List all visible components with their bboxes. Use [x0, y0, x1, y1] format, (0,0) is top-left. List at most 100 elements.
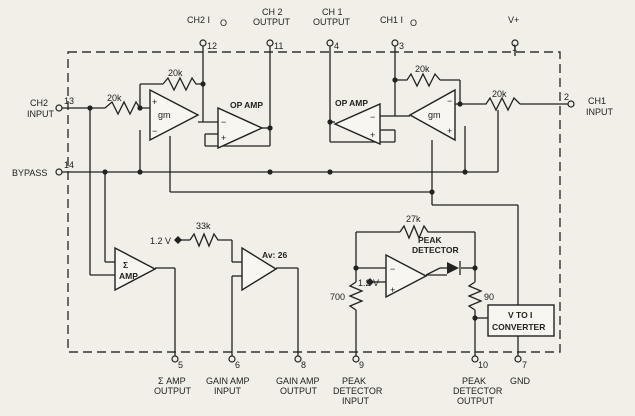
- svg-text:PEAK: PEAK: [462, 376, 486, 386]
- svg-text:8: 8: [301, 360, 306, 370]
- r-20k-left-input-label: 20k: [107, 93, 122, 103]
- svg-text:OUTPUT: OUTPUT: [313, 17, 351, 27]
- svg-text:9: 9: [359, 360, 364, 370]
- svg-text:3: 3: [399, 41, 404, 51]
- pin-vplus: V+ 1: [508, 15, 519, 53]
- r-33k-label: 33k: [196, 221, 211, 231]
- svg-text:CH1: CH1: [588, 96, 606, 106]
- svg-text:CH2: CH2: [30, 98, 48, 108]
- pin-ch2-input: CH2 INPUT 13: [27, 96, 74, 119]
- svg-text:PEAK: PEAK: [342, 376, 366, 386]
- svg-text:5: 5: [178, 360, 183, 370]
- ref-node-peak: [366, 278, 374, 286]
- junction-dots: [87, 77, 478, 321]
- svg-text:INPUT: INPUT: [214, 386, 242, 396]
- svg-text:O: O: [220, 18, 227, 28]
- pin-peak-detector-input: 9 PEAK DETECTOR INPUT: [333, 360, 383, 406]
- ref-1v2-gain-label: 1.2 V: [150, 236, 171, 246]
- svg-text:V+: V+: [508, 15, 519, 25]
- svg-text:GND: GND: [510, 376, 531, 386]
- svg-text:DETECTOR: DETECTOR: [453, 386, 503, 396]
- wiring: [62, 46, 568, 356]
- r-700-label: 700: [330, 292, 345, 302]
- svg-text:CH 1: CH 1: [322, 7, 343, 17]
- op-amp-right-label: OP AMP: [335, 98, 368, 108]
- svg-text:+: +: [221, 133, 226, 143]
- r-20k-right-input-label: 20k: [492, 89, 507, 99]
- svg-text:11: 11: [274, 41, 283, 51]
- svg-text:GAIN AMP: GAIN AMP: [276, 376, 320, 386]
- svg-text:OUTPUT: OUTPUT: [253, 17, 291, 27]
- r-20k-right-feedback-label: 20k: [415, 64, 430, 74]
- svg-text:1: 1: [512, 43, 517, 53]
- ref-node-gain: [174, 236, 182, 244]
- svg-text:INPUT: INPUT: [27, 109, 55, 119]
- pin-gnd: 7 GND: [510, 360, 531, 386]
- chip-boundary: [67, 51, 561, 353]
- op-amp-left-block: OP AMP − +: [217, 100, 264, 150]
- pin-ch1-output: CH 1 OUTPUT 4: [313, 7, 351, 51]
- gm-right-block: gm − +: [408, 88, 456, 142]
- pin-gain-amp-output: 8 GAIN AMP OUTPUT: [276, 360, 320, 396]
- svg-text:4: 4: [334, 41, 339, 51]
- svg-text:INPUT: INPUT: [586, 107, 614, 117]
- svg-text:DETECTOR: DETECTOR: [333, 386, 383, 396]
- pin-ch1-input: CH1 INPUT 2: [564, 92, 614, 117]
- svg-text:6: 6: [235, 360, 240, 370]
- svg-text:BYPASS: BYPASS: [12, 168, 47, 178]
- converter-label-2: CONVERTER: [492, 322, 545, 332]
- diode-symbol: [425, 261, 461, 276]
- svg-text:+: +: [447, 126, 452, 136]
- svg-text:−: −: [221, 117, 226, 127]
- converter-label-1: V TO I: [508, 310, 532, 320]
- svg-text:−: −: [390, 264, 395, 274]
- sigma-amp-label-1: Σ: [123, 260, 128, 270]
- pin-gain-amp-input: 6 GAIN AMP INPUT: [206, 360, 250, 396]
- gm-left-block: gm + −: [149, 88, 200, 142]
- v-to-i-converter-block: V TO I CONVERTER: [487, 304, 555, 337]
- peak-detector-label-2: DETECTOR: [412, 245, 459, 255]
- svg-text:INPUT: INPUT: [342, 396, 370, 406]
- r-20k-left-feedback-label: 20k: [168, 68, 183, 78]
- svg-text:O: O: [410, 18, 417, 28]
- svg-text:13: 13: [64, 96, 74, 106]
- svg-text:GAIN AMP: GAIN AMP: [206, 376, 250, 386]
- sigma-amp-block: Σ AMP: [114, 246, 157, 292]
- svg-text:CH2 I: CH2 I: [187, 15, 210, 25]
- svg-text:CH 2: CH 2: [262, 7, 283, 17]
- svg-text:2: 2: [564, 92, 569, 102]
- svg-text:OUTPUT: OUTPUT: [154, 386, 192, 396]
- svg-text:7: 7: [522, 360, 527, 370]
- svg-text:+: +: [370, 130, 375, 140]
- pin-bypass: BYPASS 14: [12, 160, 74, 178]
- op-amp-left-label: OP AMP: [230, 100, 263, 110]
- peak-detector-label-1: PEAK: [418, 235, 442, 245]
- svg-text:−: −: [370, 112, 375, 122]
- svg-text:CH1 I: CH1 I: [380, 15, 403, 25]
- svg-text:14: 14: [64, 160, 74, 170]
- svg-text:+: +: [390, 285, 395, 295]
- pin-ch2-io: CH2 I O 12: [187, 15, 227, 51]
- pin-ch2-output: CH 2 OUTPUT 11: [253, 7, 291, 51]
- svg-text:OUTPUT: OUTPUT: [280, 386, 318, 396]
- sigma-amp-label-2: AMP: [119, 271, 138, 281]
- peak-detector-block: PEAK DETECTOR − +: [385, 235, 459, 299]
- pin-terminals: [55, 39, 575, 363]
- svg-text:Σ AMP: Σ AMP: [158, 376, 186, 386]
- svg-text:−: −: [152, 126, 157, 136]
- r-90-label: 90: [484, 292, 494, 302]
- svg-text:10: 10: [478, 360, 488, 370]
- gm-left-label: gm: [158, 110, 171, 120]
- pin-ch1-io: CH1 I O 3: [380, 15, 417, 51]
- svg-text:−: −: [447, 96, 452, 106]
- gm-right-label: gm: [428, 110, 441, 120]
- svg-text:OUTPUT: OUTPUT: [457, 396, 495, 406]
- gain-amp-label: Av: 26: [262, 250, 287, 260]
- pin-peak-detector-output: 10 PEAK DETECTOR OUTPUT: [453, 360, 503, 406]
- svg-text:+: +: [152, 97, 157, 107]
- svg-text:12: 12: [207, 41, 217, 51]
- r-27k-label: 27k: [406, 214, 421, 224]
- op-amp-right-block: OP AMP − +: [333, 98, 381, 146]
- gain-amp-block: Av: 26: [241, 246, 287, 292]
